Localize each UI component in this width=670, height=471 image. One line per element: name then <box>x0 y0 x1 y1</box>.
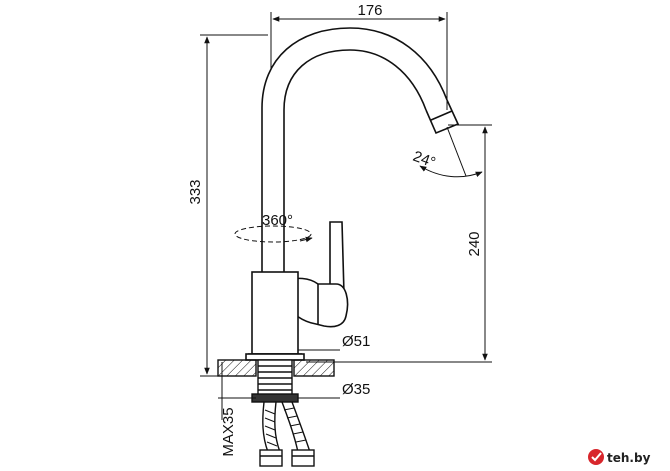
dimension-max-thickness: MAX35 <box>218 362 256 457</box>
dimension-rotation: 360° <box>234 212 313 243</box>
mounting-stud <box>251 359 299 403</box>
watermark-logo-icon <box>588 449 604 465</box>
dimension-hole-diameter: Ø35 <box>298 381 370 399</box>
faucet-handle <box>283 221 349 328</box>
dimension-rotation-label: 360° <box>262 212 293 229</box>
dimension-spout-angle: 24° <box>411 126 483 178</box>
faucet-spout <box>261 27 460 272</box>
dimension-body-diameter-label: Ø51 <box>342 333 370 350</box>
dimension-spout-height-label: 240 <box>466 231 483 256</box>
dimension-hole-diameter-label: Ø35 <box>342 381 370 398</box>
dimension-body-diameter: Ø51 <box>298 333 370 351</box>
dimension-spout-height: 240 <box>306 124 492 363</box>
dimension-spout-reach: 176 <box>270 2 448 110</box>
watermark-text: teh.by <box>607 451 651 465</box>
watermark: teh.by <box>584 446 666 468</box>
faucet-body <box>245 271 305 361</box>
countertop-section <box>200 359 335 377</box>
dimension-total-height-label: 333 <box>187 179 204 204</box>
dimension-spout-reach-label: 176 <box>357 2 382 19</box>
dimension-max-thickness-label: MAX35 <box>220 407 237 456</box>
supply-hoses <box>259 401 315 467</box>
dimension-spout-angle-label: 24° <box>411 148 438 172</box>
